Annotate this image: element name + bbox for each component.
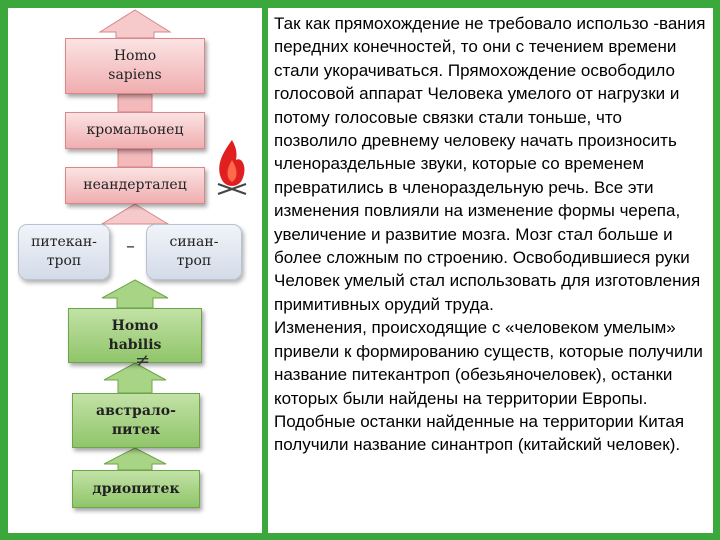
pithecanthropus-box: питекан- троп [18,224,110,280]
dash-sign: – [126,236,135,257]
column-divider [262,8,268,533]
frame-border-left [0,0,8,540]
frame-border-top [0,0,720,8]
paragraph-1: Так как прямохождение не требовало испол… [274,14,706,314]
dryopithecus-box: дриопитек [72,470,200,508]
neanderthal-box: неандерталец [65,167,205,204]
frame-border-bottom [0,533,720,540]
fire-icon [217,140,247,195]
sinanthropus-box: синан- троп [146,224,242,280]
evolution-diagram: Homo sapiens кромальонец неандерталец пи… [8,8,262,533]
connector-arrows [98,9,172,471]
homo-sapiens-box: Homo sapiens [65,38,205,94]
not-equal-sign: ≠ [135,350,151,371]
cromagnon-box: кромальонец [65,112,205,149]
body-text: Так как прямохождение не требовало испол… [274,12,708,457]
paragraph-2: Изменения, происходящие с «человеком уме… [274,318,703,455]
australopithecus-box: австрало- питек [72,393,200,448]
homo-habilis-box: Homo habilis [68,308,202,363]
frame-border-right [713,0,720,540]
